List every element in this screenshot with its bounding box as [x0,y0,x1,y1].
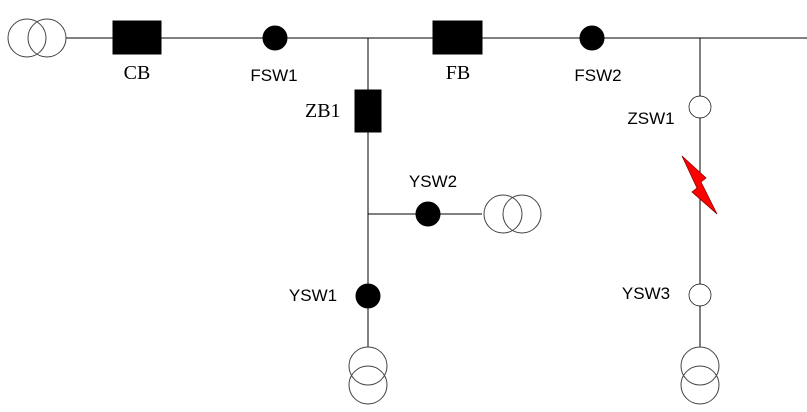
fsw2-switch [579,25,605,51]
fsw2-label: FSW2 [574,66,621,85]
ysw3-load-upper-coil [680,346,720,386]
ysw1-load-upper-coil [348,346,388,386]
ysw3-load-transformer [680,346,720,405]
source-transformer-left-coil [7,18,47,58]
zb1-breaker [354,89,382,133]
ysw2-load-right-coil [502,194,542,234]
ysw2-label: YSW2 [409,172,457,191]
ysw3-load-lower-coil [680,365,720,405]
zsw1-label: ZSW1 [627,109,674,128]
source-transformer [7,18,67,58]
ysw1-load-lower-coil [348,365,388,405]
fsw1-label: FSW1 [250,66,297,85]
ysw2-load-left-coil [483,194,523,234]
ysw1-switch [355,283,381,309]
fb-label: FB [446,62,470,84]
cb-label: CB [124,62,151,84]
ysw3-label: YSW3 [622,284,670,303]
ysw1-load-transformer [348,346,388,405]
ysw1-label: YSW1 [289,286,337,305]
cb-breaker [112,20,162,55]
source-transformer-right-coil [27,18,67,58]
zsw1-switch [688,95,712,119]
zb1-label: ZB1 [305,100,341,122]
fault-lightning-icon [681,155,718,215]
ysw3-switch [688,283,712,307]
fb-breaker [432,20,483,55]
ysw2-switch [415,201,441,227]
fsw1-switch [262,25,288,51]
ysw2-load-transformer [483,194,542,234]
